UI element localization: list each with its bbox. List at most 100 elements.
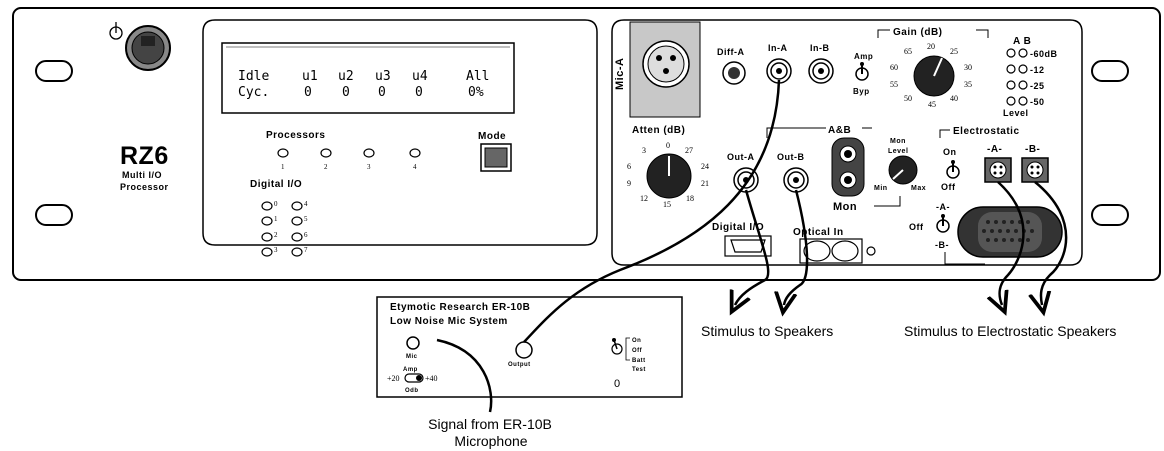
in-b-port[interactable] bbox=[808, 58, 834, 84]
er10b-mic-port[interactable] bbox=[406, 336, 420, 350]
es-off-label: Off bbox=[941, 182, 956, 192]
electrostatic-label: Electrostatic bbox=[953, 126, 1020, 137]
atten-knob[interactable] bbox=[646, 153, 692, 199]
digital-led bbox=[261, 247, 273, 257]
amp-label: Amp bbox=[854, 52, 873, 61]
rack-slot-top-left bbox=[35, 60, 73, 82]
gain-tick: 55 bbox=[890, 80, 898, 89]
diff-a-label: Diff-A bbox=[717, 47, 745, 57]
out-a-label: Out-A bbox=[727, 152, 755, 162]
cable-es-b bbox=[1035, 181, 1068, 305]
er10b-switch-test: Test bbox=[632, 367, 646, 373]
amp-bypass-toggle[interactable] bbox=[855, 62, 869, 81]
er10b-mic-label: Mic bbox=[406, 354, 418, 360]
atten-label: Atten (dB) bbox=[632, 125, 685, 136]
digital-led bbox=[291, 232, 303, 242]
lcd-cell: 0% bbox=[468, 85, 484, 100]
digital-led bbox=[261, 216, 273, 226]
es-b-port[interactable] bbox=[1021, 157, 1049, 183]
signal-label-2: Microphone bbox=[454, 433, 527, 449]
stimulus-es-speakers-label: Stimulus to Electrostatic Speakers bbox=[904, 323, 1116, 339]
mon-level-knob[interactable] bbox=[888, 155, 918, 185]
gain-tick: 25 bbox=[950, 47, 958, 56]
out-b-label: Out-B bbox=[777, 152, 805, 162]
mode-button[interactable] bbox=[480, 143, 512, 172]
gain-knob[interactable] bbox=[913, 55, 955, 97]
in-a-port[interactable] bbox=[766, 58, 792, 84]
processor-led-label: 1 bbox=[281, 163, 285, 171]
a-and-b-label: A&B bbox=[828, 125, 851, 136]
atten-tick: 15 bbox=[663, 200, 671, 209]
atten-tick: 18 bbox=[686, 194, 694, 203]
monitor-jacks[interactable] bbox=[831, 137, 865, 197]
processor-led bbox=[277, 148, 289, 158]
er10b-switch-on: On bbox=[632, 338, 641, 344]
digital-io-label: Digital I/O bbox=[250, 179, 302, 190]
atten-tick: 27 bbox=[685, 146, 693, 155]
electrostatic-power-toggle[interactable] bbox=[946, 160, 960, 179]
digital-io-port[interactable] bbox=[724, 235, 772, 257]
gain-tick: 30 bbox=[964, 63, 972, 72]
mode-label: Mode bbox=[478, 131, 506, 142]
digital-led-label: 1 bbox=[274, 215, 278, 223]
in-a-label: In-A bbox=[768, 43, 788, 53]
lcd-cell: 0 bbox=[378, 85, 386, 100]
lcd-cell: 0 bbox=[415, 85, 423, 100]
lcd-cell: 0 bbox=[304, 85, 312, 100]
mon-level-label-1: Mon bbox=[890, 138, 906, 145]
er10b-amp-unit: Odb bbox=[405, 388, 419, 394]
lcd-cell: u3 bbox=[375, 69, 391, 84]
level-value: -50 bbox=[1030, 97, 1045, 107]
mon-min-label: Min bbox=[874, 185, 888, 192]
optical-in-port[interactable] bbox=[799, 238, 863, 264]
processor-led-label: 4 bbox=[413, 163, 417, 171]
gain-tick: 45 bbox=[928, 100, 936, 109]
digital-led-label: 4 bbox=[304, 200, 308, 208]
mic-a-xlr-port[interactable] bbox=[642, 40, 690, 88]
er10b-title-1: Etymotic Research ER-10B bbox=[390, 302, 530, 313]
digital-led bbox=[291, 247, 303, 257]
atten-tick: 3 bbox=[642, 146, 646, 155]
gain-tick: 60 bbox=[890, 63, 898, 72]
power-button[interactable] bbox=[125, 25, 171, 71]
processor-led bbox=[320, 148, 332, 158]
processor-led bbox=[409, 148, 421, 158]
gain-ticks: 20 25 30 35 40 45 50 55 60 65 bbox=[890, 42, 972, 109]
level-leds: -60dB -12 -25 -50 bbox=[1006, 48, 1057, 107]
atten-tick: 6 bbox=[627, 162, 631, 171]
atten-tick: 12 bbox=[640, 194, 648, 203]
out-b-port[interactable] bbox=[783, 167, 809, 193]
processor-led bbox=[363, 148, 375, 158]
gain-tick: 40 bbox=[950, 94, 958, 103]
cable-out-a bbox=[735, 189, 770, 305]
gain-tick: 35 bbox=[964, 80, 972, 89]
stimulus-speakers-label: Stimulus to Speakers bbox=[701, 323, 833, 339]
es-a-port[interactable] bbox=[984, 157, 1012, 183]
lcd-screen bbox=[221, 42, 515, 114]
diff-a-port[interactable] bbox=[722, 61, 746, 85]
lcd-row-2: Cyc. 0 0 0 0 0% bbox=[238, 85, 484, 100]
atten-tick: 0 bbox=[666, 141, 670, 150]
ab-selector-toggle[interactable] bbox=[936, 214, 950, 233]
digital-led bbox=[291, 216, 303, 226]
lcd-cell: All bbox=[466, 69, 489, 84]
lcd-row-1: Idle u1 u2 u3 u4 All bbox=[238, 69, 489, 84]
byp-label: Byp bbox=[853, 87, 870, 96]
es-b-label: -B- bbox=[1025, 144, 1040, 155]
er10b-power-switch[interactable] bbox=[611, 338, 623, 355]
level-ab-label: A B bbox=[1013, 36, 1031, 47]
er10b-amp-left: +20 bbox=[387, 374, 400, 383]
cable-out-b bbox=[784, 189, 809, 305]
er10b-switch-batt: Batt bbox=[632, 358, 646, 364]
mon-max-label: Max bbox=[911, 185, 926, 192]
er10b-output-port[interactable] bbox=[515, 341, 533, 359]
atten-tick: 21 bbox=[701, 179, 709, 188]
level-label: Level bbox=[1003, 108, 1029, 118]
lcd-cell: u1 bbox=[302, 69, 318, 84]
er10b-amp-toggle[interactable] bbox=[404, 373, 424, 383]
optical-indicator-led bbox=[866, 246, 876, 256]
optical-in-label: Optical In bbox=[793, 227, 844, 238]
gain-tick: 65 bbox=[904, 47, 912, 56]
level-value: -25 bbox=[1030, 81, 1045, 91]
